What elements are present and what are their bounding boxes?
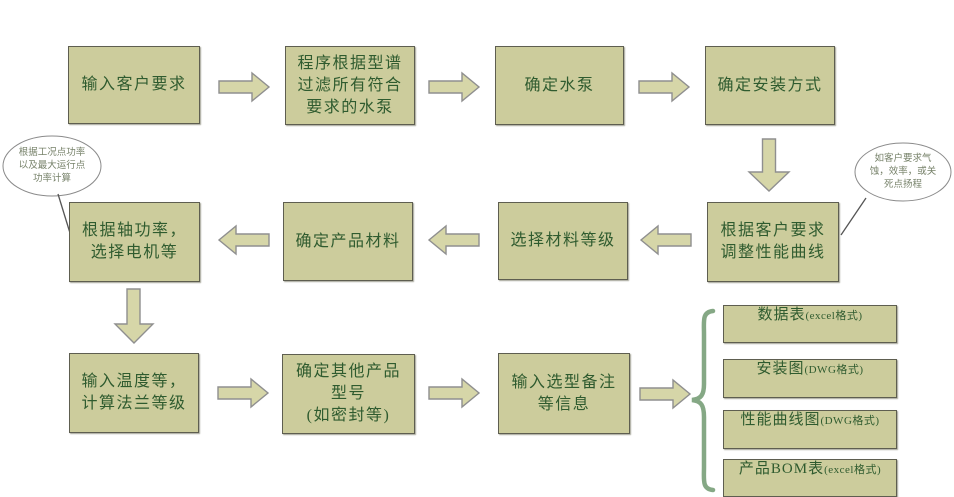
label-line: 程序根据型谱 [297, 54, 403, 72]
output-format: (excel格式) [824, 464, 882, 476]
step-input-selection-notes: 输入选型备注 等信息 [498, 353, 630, 434]
arrow-right-icon [639, 378, 692, 410]
label-line: 选择电机等 [90, 244, 179, 261]
output-format: (DWG格式) [820, 415, 880, 427]
label-line: 过滤所有符合 [297, 76, 403, 94]
output-installation-drawing-dwg: 安装图(DWG格式) [723, 359, 897, 398]
label-line: 输入温度等， [81, 373, 187, 390]
step-input-customer-requirements: 输入客户要求 [68, 46, 200, 124]
callout-line: 根据工况点功率 [18, 148, 86, 158]
label-line: 型号 [330, 385, 366, 402]
label-line: 要求的水泵 [306, 98, 394, 116]
arrow-left-icon [639, 224, 692, 256]
callout-line: 以及最大运行点 [18, 161, 86, 171]
step-confirm-installation-method: 确定安装方式 [705, 46, 835, 125]
callout-right-pointer [840, 197, 867, 236]
callout-line: 如客户要求气 [874, 154, 932, 164]
step-confirm-other-product-models: 确定其他产品 型号 (如密封等) [282, 354, 415, 434]
output-performance-curve-dwg: 性能曲线图(DWG格式) [723, 410, 897, 449]
step-filter-pumps-by-catalog: 程序根据型谱 过滤所有符合 要求的水泵 [285, 46, 415, 125]
label-line: 确定安装方式 [717, 76, 823, 94]
outputs-brace [691, 308, 716, 493]
callout-line: 死点扬程 [883, 180, 922, 190]
label-line: 输入选型备注 [511, 373, 617, 391]
arrow-right-icon [217, 377, 270, 409]
step-confirm-product-material: 确定产品材料 [283, 202, 413, 281]
output-name: 数据表 [757, 307, 806, 323]
label-line: 根据轴功率， [81, 222, 187, 239]
arrow-down-icon [113, 288, 155, 344]
label-line: 输入客户要求 [81, 76, 187, 93]
callout-customer-special-requirements: 如客户要求气 蚀，效率，或关 死点扬程 [857, 153, 949, 192]
step-select-material-grade: 选择材料等级 [498, 202, 628, 280]
output-name: 产品BOM表 [738, 461, 825, 477]
output-product-bom-excel: 产品BOM表(excel格式) [723, 459, 897, 497]
step-confirm-pump: 确定水泵 [495, 46, 624, 125]
label-line: 确定水泵 [524, 76, 595, 94]
callout-line: 蚀，效率，或关 [869, 167, 937, 177]
label-line: (如密封等) [306, 407, 391, 424]
arrow-right-icon [218, 71, 271, 103]
output-format: (DWG格式) [804, 364, 864, 376]
arrow-left-icon [217, 224, 270, 256]
output-name: 性能曲线图 [740, 412, 821, 428]
label-line: 根据客户要求 [720, 222, 826, 239]
callout-power-calculation: 根据工况点功率 以及最大运行点 功率计算 [6, 147, 98, 186]
output-name: 安装图 [756, 361, 805, 377]
label-line: 确定产品材料 [295, 232, 401, 250]
arrow-right-icon [428, 71, 481, 103]
output-datasheet-excel: 数据表(excel格式) [723, 305, 897, 343]
step-input-temperature-calc-flange: 输入温度等， 计算法兰等级 [69, 353, 199, 433]
arrow-left-icon [427, 224, 480, 256]
step-select-motor-by-shaft-power: 根据轴功率， 选择电机等 [69, 202, 200, 282]
arrow-down-icon [747, 138, 791, 192]
label-line: 计算法兰等级 [81, 395, 187, 412]
label-line: 等信息 [537, 395, 591, 413]
label-line: 选择材料等级 [510, 232, 616, 249]
label-line: 确定其他产品 [295, 363, 401, 380]
arrow-right-icon [428, 377, 481, 409]
label-line: 调整性能曲线 [720, 244, 826, 261]
output-format: (excel格式) [805, 310, 863, 322]
step-adjust-performance-curve: 根据客户要求 调整性能曲线 [707, 202, 839, 282]
arrow-right-icon [638, 71, 691, 103]
callout-line: 功率计算 [32, 174, 71, 184]
